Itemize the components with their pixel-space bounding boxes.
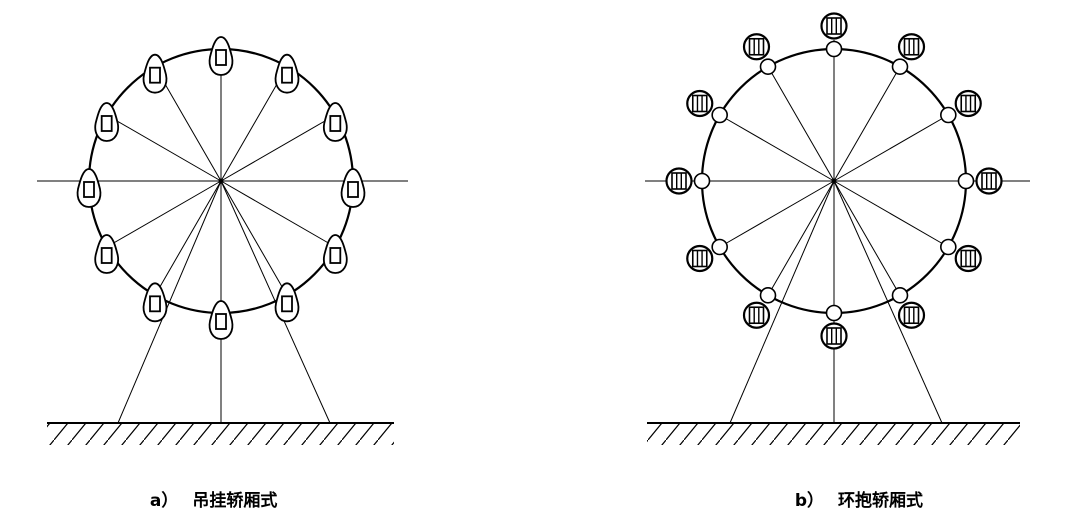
caption-a-label: a） [149,491,179,511]
cabin-window [347,181,359,198]
spoke-a [220,180,288,296]
caption-b-title: 环抱轿厢式 [838,491,924,511]
rim-joint-ring [891,287,909,304]
ring-cabin-icon [665,167,693,195]
cabin-window [329,247,342,264]
spoke-b [833,114,949,182]
suspended-cabin-icon [94,102,120,142]
caption-a: a） 吊挂轿厢式 [138,466,277,511]
cabins-b [665,12,1003,350]
suspended-cabin-icon [274,282,300,323]
cabin-frame [903,306,920,325]
rim-joint-ring [711,238,728,256]
cabin-frame [960,249,977,268]
cabin-frame [748,37,765,56]
cabin-window [281,295,293,313]
cabin-window [281,66,293,84]
cabin-frame [691,249,708,268]
cabin-window [215,313,227,330]
rim-joint-ring [940,238,957,256]
ring-cabin-icon [820,322,848,350]
cabin-frame [691,94,708,113]
ground-hatching-a [47,423,394,445]
rim-joint-ring [711,106,728,124]
cabin-frame [960,94,977,113]
caption-a-title: 吊挂轿厢式 [192,491,278,511]
cabin-window [149,66,161,84]
ring-cabin-icon [686,244,714,273]
ring-cabin-icon [742,33,771,61]
spoke-a [106,114,222,182]
rim-joint-ring [759,58,777,75]
rim-joint-ring [957,172,975,190]
spoke-b [767,180,835,296]
spoke-a [220,180,336,248]
suspended-cabin-icon [340,168,366,208]
cabins-a [76,36,366,340]
suspended-cabin-icon [76,168,102,208]
spoke-b [833,66,901,182]
ring-cabin-icon [954,89,982,118]
suspended-cabin-icon [142,282,168,323]
rim-joint-ring [693,172,711,190]
rim-joint-ring [825,304,843,322]
spoke-b [833,180,949,248]
cabin-frame [826,327,842,345]
rim-joint-ring [759,287,777,304]
cabin-frame [748,306,765,325]
ground-hatching-b [647,423,1020,445]
cabin-window [100,115,113,132]
cabin-window [329,115,342,132]
spoke-a [220,114,336,182]
center-axes-a [37,70,408,423]
suspended-cabin-icon [94,234,120,274]
ring-cabin-icon [897,301,926,329]
cabin-window [149,295,161,313]
ring-cabin-icon [975,167,1003,195]
suspended-cabin-icon [142,53,168,94]
suspended-cabin-icon [274,53,300,94]
suspended-cabin-icon [322,234,348,274]
spoke-a [154,180,222,296]
spoke-b [719,114,835,182]
suspended-cabin-icon [208,300,234,340]
panel-a-suspended-wheel [37,36,408,445]
ring-cabin-icon [897,33,926,61]
cabin-window [83,181,95,198]
ring-cabin-icon [742,301,771,329]
cabin-frame [981,172,997,190]
ground-line-b [647,422,1020,445]
rim-joint-ring [891,58,909,75]
cabin-frame [903,37,920,56]
cabin-frame [671,172,687,190]
ground-line-a [47,422,394,445]
spokes-b [702,49,966,313]
spoke-b [719,180,835,248]
spokes-a [89,49,353,313]
rim-joint-ring [825,40,843,58]
caption-b: b） 环抱轿厢式 [783,466,923,511]
ring-cabin-icon [820,12,848,40]
cabin-window [100,247,113,264]
suspended-cabin-icon [208,36,234,76]
ring-cabin-icon [954,244,982,273]
panel-b-ring-wheel [645,12,1030,445]
spoke-a [106,180,222,248]
ring-cabin-icon [686,89,714,118]
cabin-window [215,49,227,66]
cabin-frame [826,17,842,35]
caption-b-label: b） [794,491,825,511]
suspended-cabin-icon [322,102,348,142]
rim-joint-ring [940,106,957,124]
spoke-b [767,66,835,182]
spoke-b [833,180,901,296]
